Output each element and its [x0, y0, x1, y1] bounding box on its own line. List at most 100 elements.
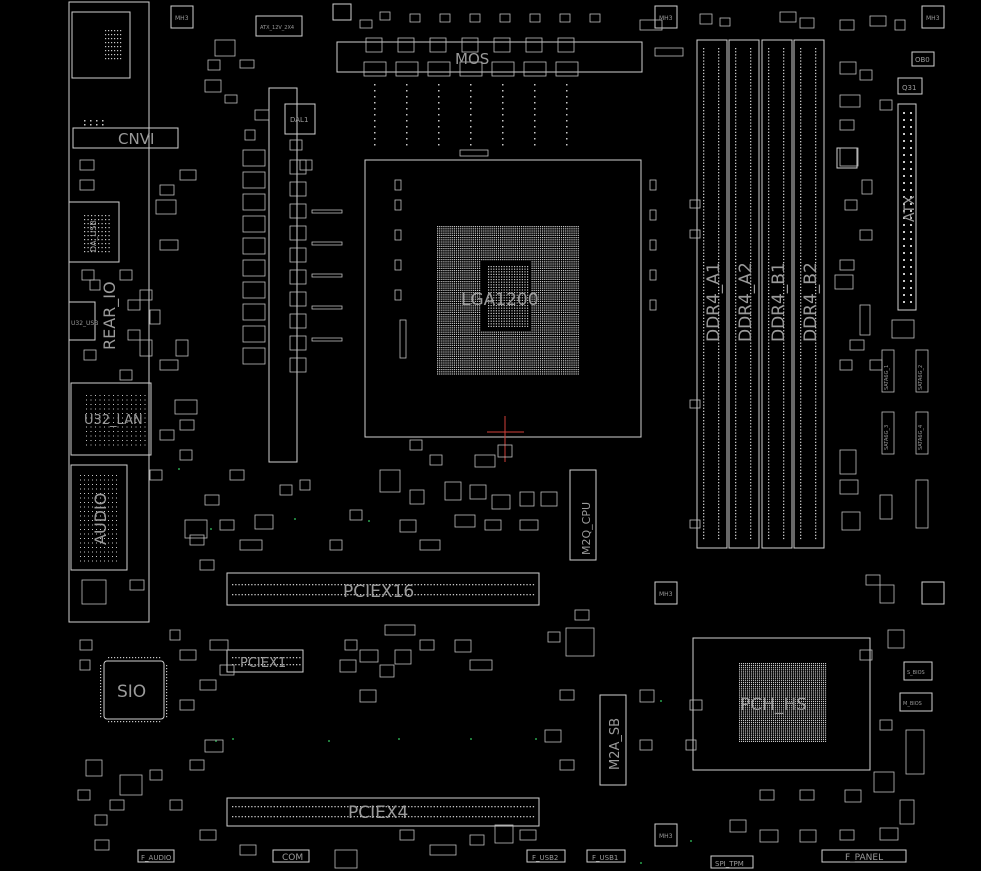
pad: [491, 342, 493, 344]
pad: [464, 311, 466, 313]
pad: [521, 310, 523, 312]
pad: [489, 355, 491, 357]
pad: [558, 358, 560, 360]
pad: [497, 349, 500, 351]
pad: [761, 672, 763, 674]
pad: [514, 305, 516, 307]
pad: [468, 270, 470, 272]
pad: [506, 344, 508, 346]
pad: [472, 329, 474, 331]
pad: [550, 344, 552, 346]
pad: [542, 325, 544, 327]
pad: [769, 676, 771, 678]
pad: [563, 289, 565, 291]
pad: [759, 668, 761, 670]
pad: [468, 245, 470, 247]
pad: [550, 285, 552, 287]
pad: [535, 318, 537, 320]
pad: [470, 340, 472, 342]
pad: [535, 333, 537, 335]
pad: [552, 254, 554, 256]
pad: [524, 312, 526, 314]
pad: [495, 248, 497, 250]
pad: [757, 716, 759, 718]
pad: [567, 232, 569, 234]
pad: [498, 299, 500, 301]
pad: [573, 274, 575, 276]
pad: [493, 266, 495, 268]
pad: [565, 366, 567, 368]
pad: [447, 338, 449, 340]
pad: [466, 228, 468, 230]
pad: [544, 256, 546, 258]
pad: [747, 666, 749, 668]
com-header: [272, 849, 310, 863]
pad: [458, 261, 460, 263]
pad: [546, 347, 548, 349]
pad: [508, 342, 510, 344]
pad: [567, 305, 569, 307]
pad: [443, 347, 445, 349]
pad: [508, 333, 510, 335]
pad: [741, 729, 743, 731]
pad: [556, 226, 558, 228]
pad: [466, 272, 468, 274]
pad: [573, 369, 575, 371]
pad: [751, 668, 753, 670]
pad: [544, 316, 546, 318]
pad: [763, 733, 765, 735]
pad: [521, 371, 523, 373]
pad: [542, 250, 544, 252]
pad: [523, 252, 525, 254]
pad: [458, 232, 460, 234]
pad: [441, 364, 443, 366]
pad: [453, 267, 455, 269]
pad: [552, 283, 554, 285]
pad: [571, 366, 573, 368]
pad: [519, 271, 521, 273]
pad: [512, 243, 514, 245]
pad: [464, 331, 466, 333]
pad: [544, 309, 546, 311]
pad: [460, 237, 462, 239]
pad: [451, 276, 453, 278]
pad: [525, 371, 527, 373]
pad: [453, 256, 455, 258]
pad: [558, 287, 560, 289]
pad: [548, 230, 550, 232]
pad: [451, 232, 453, 234]
pad: [521, 318, 523, 320]
pad: [443, 373, 445, 375]
pad: [516, 355, 518, 357]
pad: [577, 366, 579, 368]
pad: [745, 733, 747, 735]
pad: [745, 706, 747, 708]
pad: [481, 336, 483, 338]
pad: [464, 298, 466, 300]
pad: [514, 243, 516, 245]
pad: [749, 676, 751, 678]
pad: [455, 309, 458, 311]
pad: [502, 351, 504, 353]
pad: [511, 325, 513, 327]
pad: [439, 355, 441, 357]
pad: [460, 351, 462, 353]
pad: [516, 228, 518, 230]
pad: [493, 239, 495, 241]
pad: [556, 259, 558, 261]
pad: [573, 322, 575, 324]
pad: [537, 283, 539, 285]
pad: [458, 320, 460, 322]
pad: [474, 239, 476, 241]
pad: [546, 333, 548, 335]
pad: [455, 243, 458, 245]
pad: [455, 287, 458, 289]
pad: [542, 322, 544, 324]
pad: [765, 674, 767, 676]
pad: [533, 241, 535, 243]
pad: [479, 287, 481, 289]
pad: [497, 336, 500, 338]
pad: [488, 279, 490, 281]
pad: [472, 344, 474, 346]
pad: [569, 278, 571, 280]
